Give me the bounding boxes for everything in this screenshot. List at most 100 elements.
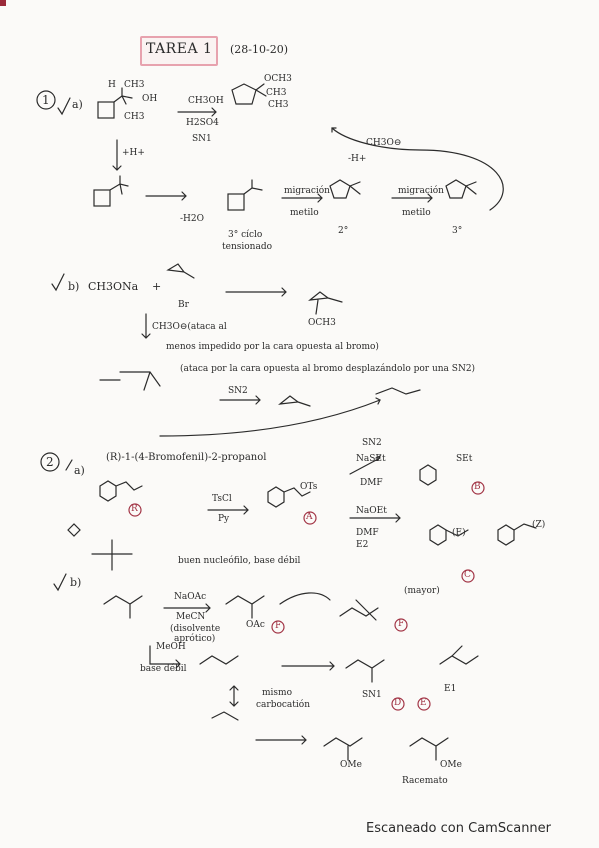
label-ch3-top: CH3 (124, 80, 145, 90)
b-label-circle (471, 481, 485, 495)
base-debil: base débil (140, 664, 187, 674)
title-box (140, 36, 218, 66)
e-label-circle (417, 697, 431, 711)
migration-2a: migración (398, 186, 444, 196)
c-label-circle (461, 569, 475, 583)
epoxide-reagent (166, 263, 195, 279)
arrow-1b (225, 287, 287, 297)
arrow-2 (145, 191, 187, 201)
sn2-1b: SN2 (228, 386, 248, 396)
a-label-circle (303, 511, 317, 525)
problem-1-circle (36, 90, 56, 110)
product-och3-1b: OCH3 (308, 318, 336, 328)
reagent-dmf-1: DMF (360, 478, 383, 488)
problem-1-item-a: a) (72, 98, 83, 111)
leaving-br: Br (178, 300, 189, 310)
d-label: D (394, 698, 402, 708)
problem-2-number: 2 (46, 455, 54, 469)
cyclopentane-product (231, 83, 257, 105)
arrow-3 (281, 193, 323, 203)
ome-2: OMe (440, 760, 462, 770)
problem-1-number: 1 (42, 93, 50, 107)
curved-arrow-2 (159, 399, 381, 437)
arrow-naset (349, 454, 382, 475)
reagent-ch3ona: CH3ONa (88, 280, 139, 293)
label-ch3-bottom: CH3 (124, 112, 145, 122)
cyclobutane-1 (97, 101, 115, 119)
r-label: R (131, 504, 138, 514)
f-label-circle-2 (394, 618, 408, 632)
arrow-down-1b (141, 313, 151, 339)
reagent-py: Py (218, 514, 230, 524)
proton-label: +H+ (122, 148, 145, 158)
b-label: B (474, 482, 481, 492)
arrow-tscl (207, 505, 249, 515)
reagent-naoac: NaOAc (174, 592, 207, 602)
page-title: TAREA 1 (146, 41, 213, 57)
note-1b-2: menos impedido por la cara opuesta al br… (166, 342, 379, 352)
d-label-circle (391, 697, 405, 711)
product-ch3b: CH3 (268, 100, 289, 110)
problem-1b-item: b) (68, 280, 80, 293)
migration-2b: metilo (402, 208, 431, 218)
carbocation-label: carbocatión (256, 700, 311, 710)
product-och3: CH3 (266, 88, 287, 98)
arrow-down-1 (112, 139, 122, 171)
r-label-circle (128, 503, 142, 517)
reagent-dmf-2: DMF (356, 528, 379, 538)
degree-2: 2° (338, 226, 349, 236)
reagent-mecn: MeCN (176, 612, 206, 622)
minus-h: -H+ (348, 154, 367, 164)
z-isomer: (Z) (532, 520, 546, 530)
migration-1b: metilo (290, 208, 319, 218)
aprot-2: aprótico) (174, 634, 216, 644)
a-label: A (306, 512, 313, 522)
arrow-naoet (349, 513, 401, 523)
reagent-naset: NaSEt (356, 454, 386, 464)
arrow-meoh (149, 645, 181, 669)
aprot-1: (disolvente (170, 624, 221, 634)
reagent-meoh: MeOH (156, 642, 186, 652)
carbocation-note-1: 3° cíclo (228, 230, 263, 240)
arrow-sn2-1b (219, 395, 261, 405)
set-label: SEt (456, 454, 473, 464)
migration-1a: migración (284, 186, 330, 196)
note-1b-3: (ataca por la cara opuesta al bromo desp… (180, 364, 476, 374)
camscanner-footer: Escaneado con CamScanner (366, 821, 552, 836)
f-label-2: F (398, 619, 405, 629)
problem-2-circle (40, 452, 60, 472)
benzene-1 (99, 480, 117, 502)
alkyl-bromide (103, 595, 143, 619)
compound-name: (R)-1-(4-Bromofenil)-2-propanol (106, 452, 267, 463)
arrow-4 (391, 193, 433, 203)
check-mark-2b (53, 573, 67, 592)
plus-sign: + (152, 280, 162, 293)
reagent-sn1: SN1 (192, 134, 212, 144)
f-label-1: F (275, 621, 282, 631)
racemato: Racemato (402, 776, 448, 786)
minus-water: -H2O (180, 214, 204, 224)
carbocation-note-2: tensionado (222, 242, 272, 252)
arrow-1 (177, 107, 217, 117)
ome-1: OMe (340, 760, 362, 770)
ots-label: OTs (300, 482, 318, 492)
product-ch3: OCH3 (264, 74, 292, 84)
epoxide-product (308, 291, 343, 315)
reagent-naoet: NaOEt (356, 506, 387, 516)
e1-label: E1 (444, 684, 457, 694)
mismo: mismo (262, 688, 292, 698)
label-h: H (108, 80, 116, 90)
curved-arrow-3 (279, 592, 331, 605)
corner-mark (0, 0, 6, 6)
check-mark-1b (51, 273, 65, 292)
c-label: C (464, 570, 471, 580)
label-oh: OH (142, 94, 158, 104)
arrow-naoac (163, 603, 211, 613)
sn1-label: SN1 (362, 690, 382, 700)
page-date: (28-10-20) (230, 43, 289, 56)
nucleophile-ch3o: CH3O⊖ (366, 138, 402, 148)
problem-2-item-a: a) (74, 464, 85, 477)
note-1b-1: CH3O⊖(ataca al (152, 322, 227, 332)
